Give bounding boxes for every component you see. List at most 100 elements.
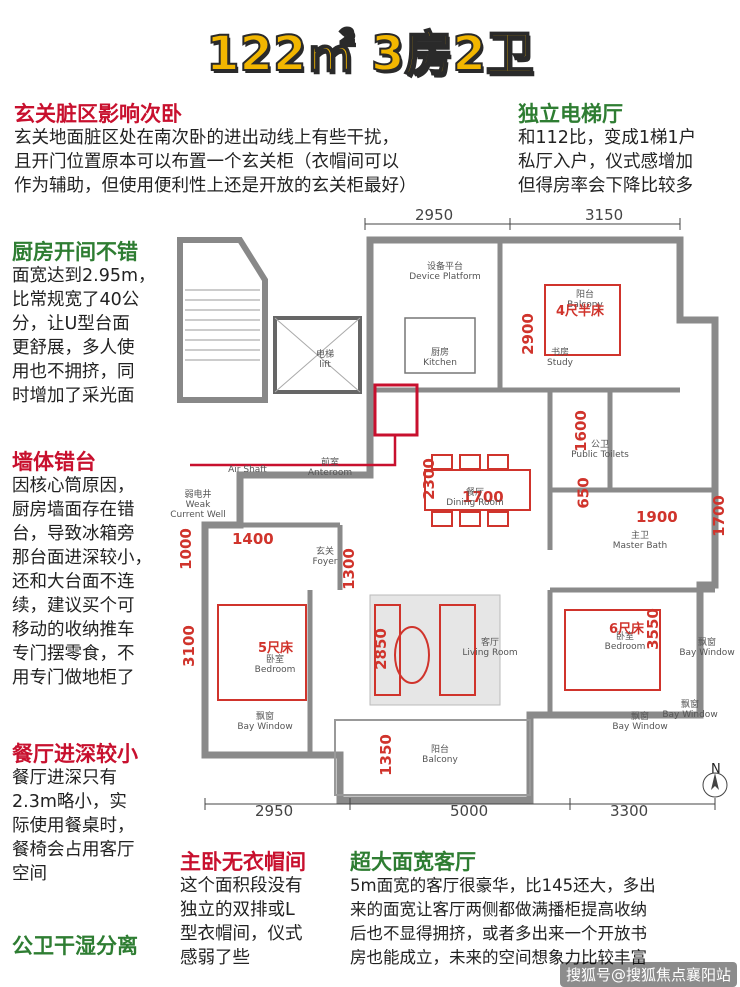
room-study: 书房 Study [547, 348, 573, 368]
balcony-south [334, 719, 531, 796]
room-balcony-south: 阳台 Balcony [422, 745, 458, 765]
living-line: 5m面宽的客厅很豪华，比145还大，多出 [350, 876, 656, 895]
wall-line: 台，导致冰箱旁 [12, 524, 135, 544]
tv-console [439, 604, 476, 696]
kitchen-line: 比常规宽了40公 [12, 290, 140, 310]
dining-line: 餐椅会占用客厅 [12, 840, 135, 860]
watermark: 搜狐号@搜狐焦点襄阳站 [560, 962, 738, 987]
room-device-platform: 设备平台 Device Platform [409, 262, 481, 282]
room-foyer: 玄关 Foyer [312, 547, 338, 567]
entrance-text: 玄关地面脏区处在南次卧的进出动线上有些干扰， 且开门位置原本可以布置一个玄关柜（… [14, 126, 514, 198]
kitchen-line: 分，让U型台面 [12, 314, 130, 334]
wall-line: 厨房墙面存在错 [12, 500, 135, 520]
dining-table [424, 454, 531, 527]
wall-line: 移动的收纳推车 [12, 620, 135, 640]
dining-heading: 餐厅进深较小 [12, 742, 138, 766]
coffee-table [394, 626, 430, 684]
master-line: 这个面积段没有 [180, 876, 303, 896]
room-weak-current-well: 弱电井 Weak Current Well [170, 490, 226, 520]
room-master-bath: 主卫 Master Bath [612, 531, 668, 551]
room-bedroom-right: 卧室 Bedroom [604, 632, 646, 652]
dim-foyer-1000: 1000 [176, 528, 195, 570]
dim-right-1700: 1700 [709, 495, 728, 537]
dim-top-left: 2950 [415, 206, 454, 224]
dim-top-right: 3150 [585, 206, 624, 224]
entrance-line: 玄关地面脏区处在南次卧的进出动线上有些干扰， [14, 128, 399, 148]
bed-note-left: 5尺床 [258, 641, 294, 656]
dim-bath-650: 650 [574, 477, 593, 509]
room-dining: 餐厅 Dining Room [446, 488, 504, 508]
dim-dining-width: 1700 [462, 488, 504, 506]
entrance-line: 作为辅助，但使用便利性上还是开放的玄关柜最好） [14, 176, 417, 196]
living-line: 后也不显得拥挤，或者多出来一个开放书 [350, 924, 647, 943]
dim-balcony-1350: 1350 [376, 734, 395, 776]
wall-heading: 墙体错台 [12, 450, 96, 474]
compass-arrow [711, 773, 719, 790]
kitchen-counter [404, 317, 476, 374]
room-balcony-north: 阳台 Balcony [567, 290, 603, 310]
room-public-toilets: 公卫 Public Toilets [571, 440, 629, 460]
dim-dining-depth: 2300 [419, 458, 438, 500]
room-bay-window-right: 飘窗 Bay Window [612, 712, 668, 732]
wall-line: 续，建议买个可 [12, 596, 135, 616]
stair-core-wall [177, 237, 268, 403]
dim-bottom-left: 2950 [255, 802, 294, 820]
kitchen-text: 面宽达到2.95m， 比常规宽了40公 分，让U型台面 更舒展，多人使 用也不拥… [12, 264, 172, 408]
dining-text: 餐厅进深只有 2.3m略小，实 际使用餐桌时， 餐椅会占用客厅 空间 [12, 766, 172, 886]
room-bay-window-left: 飘窗 Bay Window [237, 712, 293, 732]
page-title: 122㎡ 3房2卫 [205, 25, 535, 83]
dining-line: 餐厅进深只有 [12, 768, 117, 788]
interior-walls [205, 240, 715, 755]
bed-study [544, 284, 621, 356]
wall-line: 还和大台面不连 [12, 572, 135, 592]
wall-text: 因核心筒原因， 厨房墙面存在错 台，导致冰箱旁 那台面进深较小， 还和大台面不连… [12, 474, 172, 690]
lift-shaft [273, 316, 362, 394]
room-bay-window-side: 飘窗 Bay Window [679, 638, 735, 658]
dim-bottom-mid: 5000 [450, 802, 489, 820]
room-air-shaft: Air Shaft [228, 465, 267, 475]
dining-line: 2.3m略小，实 [12, 792, 127, 812]
bed-note-study: 4尺半床 [556, 304, 605, 319]
elevator-text: 和112比，变成1梯1户 私厅入户，仪式感增加 但得房率会下降比较多 [518, 126, 733, 198]
kitchen-heading: 厨房开间不错 [12, 240, 138, 264]
elevator-line: 和112比，变成1梯1户 [518, 128, 697, 148]
dim-bath-1900: 1900 [636, 508, 678, 526]
dim-bed-3100: 3100 [179, 625, 198, 667]
living-rug [369, 594, 501, 706]
elevator-line: 但得房率会下降比较多 [518, 176, 693, 196]
elevator-line: 私厅入户，仪式感增加 [518, 152, 693, 172]
master-text: 这个面积段没有 独立的双排或L 型衣帽间，仪式 感弱了些 [180, 874, 345, 970]
entrance-heading: 玄关脏区影响次卧 [14, 102, 182, 126]
dining-line: 空间 [12, 864, 47, 884]
dining-line: 际使用餐桌时， [12, 816, 135, 836]
bed-right [564, 609, 661, 691]
room-kitchen: 厨房 Kitchen [423, 348, 457, 368]
master-line: 感弱了些 [180, 948, 250, 968]
sofa [374, 604, 401, 696]
room-lift: 电梯 lift [315, 350, 334, 370]
kitchen-line: 用也不拥挤，同 [12, 362, 135, 382]
room-anteroom: 前室 Anteroom [307, 458, 353, 478]
master-heading: 主卧无衣帽间 [180, 850, 306, 874]
elevator-heading: 独立电梯厅 [518, 102, 623, 126]
dim-living-2850: 2850 [371, 628, 390, 670]
floor-plan [177, 218, 728, 810]
room-bay-window-bottom-right: 飘窗 Bay Window [662, 700, 718, 720]
living-heading: 超大面宽客厅 [350, 850, 476, 874]
toilet-heading: 公卫干湿分离 [12, 934, 138, 958]
master-line: 独立的双排或L [180, 900, 295, 920]
master-line: 型衣帽间，仪式 [180, 924, 303, 944]
living-text: 5m面宽的客厅很豪华，比145还大，多出 来的面宽让客厅两侧都做满播柜提高收纳 … [350, 874, 735, 970]
wall-line: 用专门做地柜了 [12, 668, 135, 688]
wall-line: 那台面进深较小， [12, 548, 152, 568]
kitchen-line: 时增加了采光面 [12, 386, 135, 406]
dim-foyer-1400: 1400 [232, 530, 274, 548]
stair-treads [185, 289, 260, 361]
kitchen-line: 面宽达到2.95m， [12, 266, 156, 286]
callout-line [190, 435, 397, 467]
entrance-line: 且开门位置原本可以布置一个玄关柜（衣帽间可以 [14, 152, 399, 172]
living-line: 来的面宽让客厅两侧都做满播柜提高收纳 [350, 900, 647, 919]
wall-line: 因核心筒原因， [12, 476, 135, 496]
lift-cross [274, 317, 361, 393]
kitchen-line: 更舒展，多人使 [12, 338, 135, 358]
